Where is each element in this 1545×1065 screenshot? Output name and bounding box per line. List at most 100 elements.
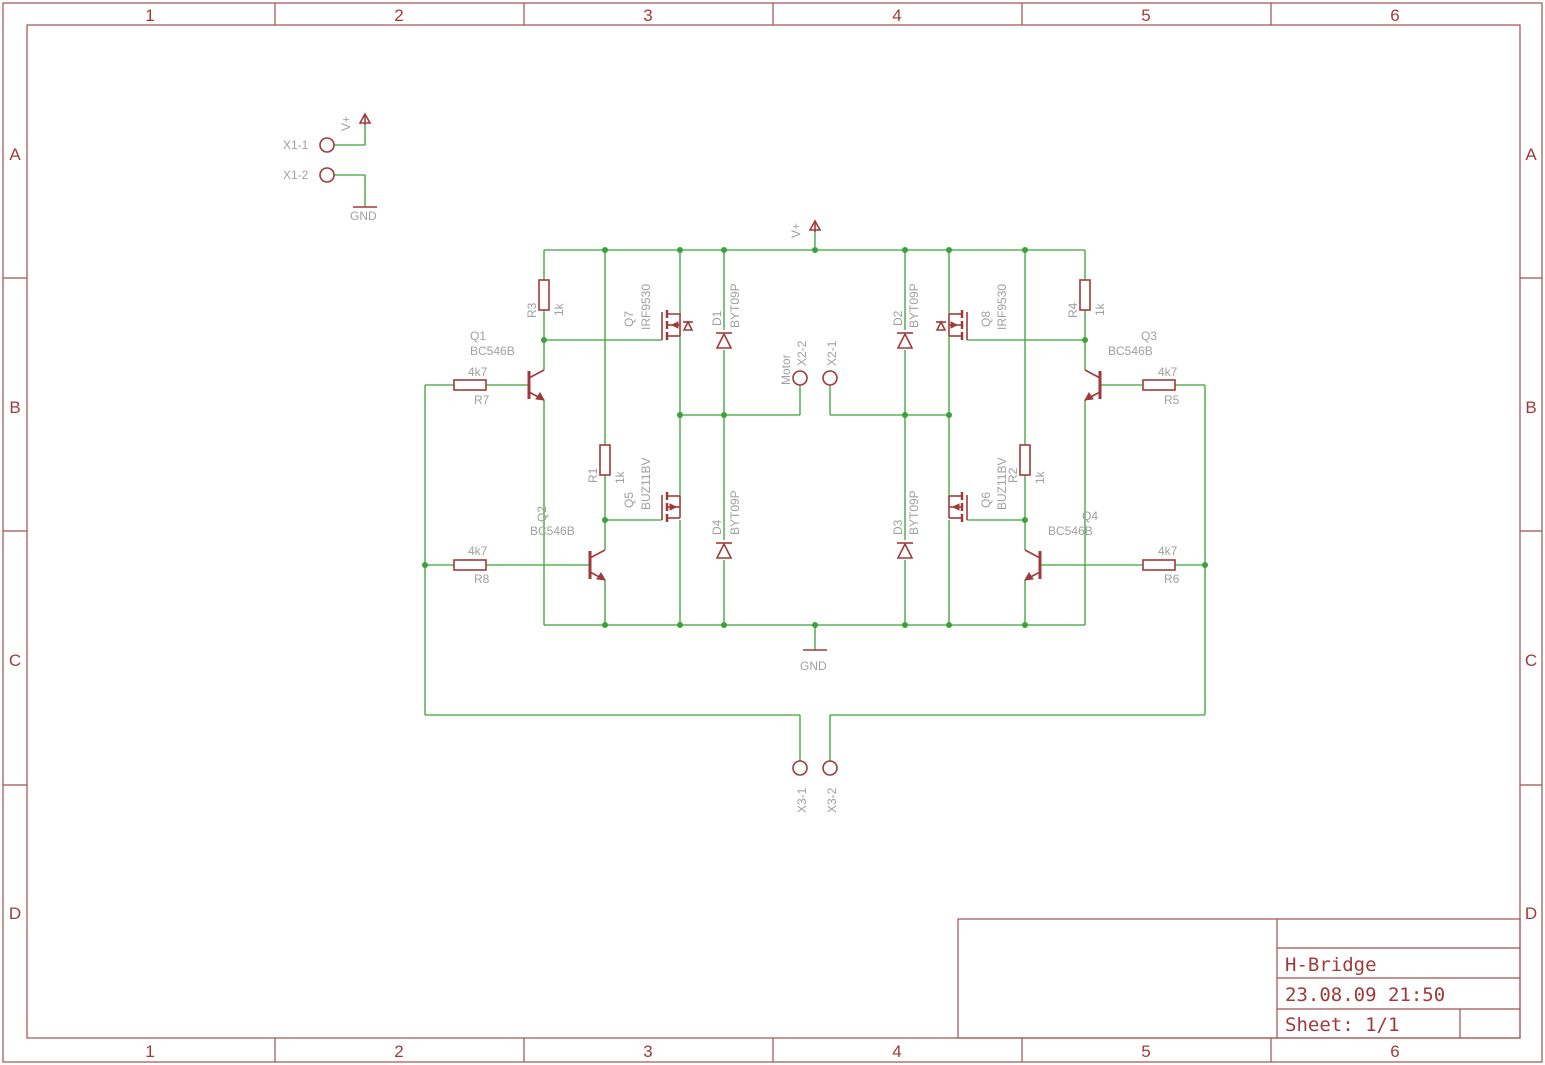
label-x2-1: X2-1 (825, 340, 839, 366)
svg-text:R1: R1 (586, 467, 600, 483)
svg-text:BC546B: BC546B (470, 344, 515, 358)
svg-text:R2: R2 (1006, 467, 1020, 483)
svg-text:4k7: 4k7 (468, 365, 488, 379)
label-x1-2: X1-2 (283, 168, 309, 182)
label-x3-2: X3-2 (825, 787, 839, 813)
svg-text:D3: D3 (891, 519, 905, 535)
pad-x3-1 (792, 760, 808, 776)
label-gnd-x1: GND (350, 209, 377, 223)
svg-text:BYT09P: BYT09P (728, 283, 742, 328)
row-label-left: B (9, 398, 20, 417)
vplus-symbol (358, 112, 372, 124)
svg-text:BC546B: BC546B (530, 524, 575, 538)
svg-text:Q2: Q2 (535, 506, 549, 522)
mosfet-q8: Q8 IRF9530 (935, 284, 1009, 340)
svg-text:D2: D2 (891, 310, 905, 326)
transistor-q1: Q1 BC546B (470, 329, 545, 401)
bridge-gnd: GND (800, 649, 827, 673)
svg-text:Q8: Q8 (979, 311, 993, 327)
mosfet-q5: Q5 BUZ11BV (622, 458, 681, 522)
svg-text:4k7: 4k7 (1158, 544, 1178, 558)
svg-text:BYT09P: BYT09P (907, 283, 921, 328)
svg-text:R6: R6 (1164, 572, 1180, 586)
svg-text:BYT09P: BYT09P (728, 490, 742, 535)
resistor-r5: 4k7 R5 (1142, 365, 1180, 407)
svg-text:Q1: Q1 (470, 329, 486, 343)
mosfet-q7: Q7 IRF9530 (622, 284, 694, 340)
control-connector-x3: X3-1 X3-2 (792, 760, 839, 813)
power-connector-x1: X1-1 X1-2 V+ GND (283, 112, 377, 223)
resistor-r6: 4k7 R6 (1142, 544, 1180, 586)
svg-text:1k: 1k (552, 302, 566, 316)
diode-d2: D2 BYT09P (891, 283, 921, 349)
vplus-symbol (808, 219, 822, 231)
drawing-date: 23.08.09 21:50 (1285, 984, 1445, 1006)
svg-text:R3: R3 (525, 302, 539, 318)
row-label-right: A (1525, 145, 1537, 164)
resistor-r7: 4k7 R7 (453, 365, 490, 407)
transistor-q2: Q2 BC546B (530, 506, 606, 581)
svg-text:Q4: Q4 (1082, 509, 1098, 523)
col-label-top: 6 (1390, 6, 1399, 25)
svg-text:R7: R7 (474, 393, 490, 407)
row-labels: A B C D A B C D (9, 145, 1537, 923)
mosfet-q6: Q6 BUZ11BV (948, 458, 1009, 522)
svg-text:BC546B: BC546B (1108, 344, 1153, 358)
col-label-bottom: 6 (1390, 1042, 1399, 1061)
col-label-bottom: 1 (145, 1042, 154, 1061)
svg-text:D1: D1 (710, 310, 724, 326)
svg-text:Q6: Q6 (979, 492, 993, 508)
label-vplus-x1: V+ (339, 116, 353, 131)
svg-text:Q7: Q7 (622, 311, 636, 327)
row-label-left: C (9, 651, 21, 670)
svg-text:1k: 1k (613, 470, 627, 484)
svg-text:BYT09P: BYT09P (907, 490, 921, 535)
resistor-r1: R1 1k (586, 444, 627, 484)
svg-text:R4: R4 (1066, 302, 1080, 318)
svg-text:IRF9530: IRF9530 (995, 284, 1009, 330)
svg-text:R8: R8 (474, 572, 490, 586)
svg-text:1k: 1k (1093, 302, 1107, 316)
resistor-r4: R4 1k (1066, 279, 1107, 318)
col-label-bottom: 5 (1141, 1042, 1150, 1061)
col-label-top: 2 (394, 6, 403, 25)
row-label-left: D (9, 904, 21, 923)
junctions (422, 247, 1208, 628)
sheet-number: Sheet: 1/1 (1285, 1014, 1399, 1036)
resistor-r3: R3 1k (525, 279, 566, 318)
svg-text:Q3: Q3 (1141, 329, 1157, 343)
label-vplus-bridge: V+ (789, 223, 803, 238)
diode-d1: D1 BYT09P (710, 283, 742, 349)
column-labels: 1 2 3 4 5 6 1 2 3 4 5 6 (145, 6, 1399, 1061)
col-label-bottom: 2 (394, 1042, 403, 1061)
svg-text:BUZ11BV: BUZ11BV (995, 458, 1009, 510)
svg-text:4k7: 4k7 (1158, 365, 1178, 379)
label-gnd-bridge: GND (800, 659, 827, 673)
col-label-bottom: 4 (892, 1042, 901, 1061)
bridge-vplus: V+ (789, 219, 822, 238)
title-block: H-Bridge 23.08.09 21:50 Sheet: 1/1 (957, 918, 1521, 1039)
svg-text:BUZ11BV: BUZ11BV (639, 458, 653, 510)
svg-text:BC546B: BC546B (1048, 524, 1093, 538)
svg-text:R5: R5 (1164, 393, 1180, 407)
label-x1-1: X1-1 (283, 138, 309, 152)
col-label-top: 5 (1141, 6, 1150, 25)
svg-text:IRF9530: IRF9530 (639, 284, 653, 330)
pad-x2-2 (792, 370, 808, 386)
col-label-top: 1 (145, 6, 154, 25)
resistor-r8: 4k7 R8 (453, 544, 490, 586)
label-motor: Motor (779, 354, 793, 385)
row-label-right: C (1525, 651, 1537, 670)
svg-text:1k: 1k (1033, 470, 1047, 484)
resistor-r2: R2 1k (1006, 444, 1047, 484)
label-x2-2: X2-2 (795, 340, 809, 366)
svg-text:Q5: Q5 (622, 492, 636, 508)
drawing-title: H-Bridge (1285, 954, 1377, 976)
col-label-top: 3 (643, 6, 652, 25)
row-label-right: B (1525, 398, 1536, 417)
svg-text:D4: D4 (710, 519, 724, 535)
transistor-q4: Q4 BC546B (1024, 509, 1098, 581)
pad-x1-2 (319, 167, 335, 183)
col-label-top: 4 (892, 6, 901, 25)
